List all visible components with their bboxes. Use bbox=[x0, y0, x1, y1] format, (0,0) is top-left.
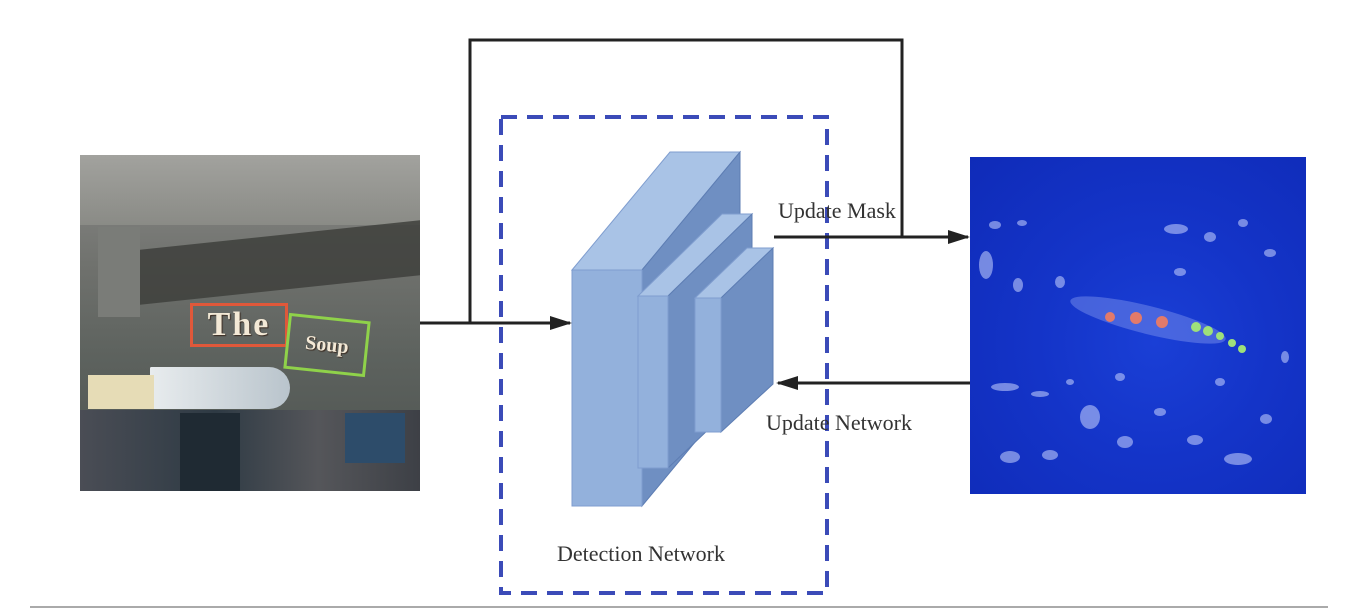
update-mask-label: Update Mask bbox=[778, 198, 896, 223]
update-network-label: Update Network bbox=[766, 410, 912, 435]
pillar bbox=[98, 227, 140, 317]
mask-speckles bbox=[979, 219, 1289, 465]
feedback-loop-line bbox=[468, 38, 904, 323]
detection-network-label: Detection Network bbox=[557, 541, 725, 566]
yellow-box bbox=[88, 375, 154, 409]
white-panel bbox=[150, 367, 290, 409]
detection-network-box bbox=[499, 115, 829, 595]
blue-equipment bbox=[345, 413, 405, 463]
cnn-layer-3 bbox=[693, 246, 775, 434]
dark-equipment bbox=[180, 413, 240, 491]
word-box-red: The bbox=[190, 303, 288, 347]
scene-photo: The Soup bbox=[80, 155, 420, 491]
scene-word-the: The bbox=[207, 306, 271, 343]
mask-map bbox=[970, 157, 1306, 494]
wall-panel bbox=[80, 155, 420, 225]
